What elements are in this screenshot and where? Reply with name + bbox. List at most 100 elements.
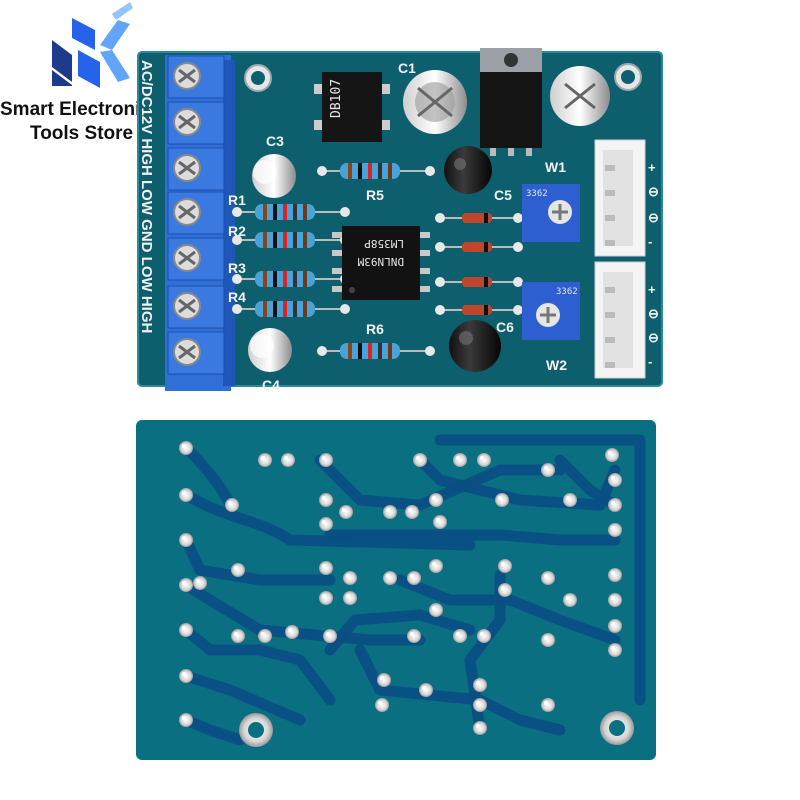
bridge-rectifier: DB107	[314, 72, 390, 142]
solder-pad	[377, 673, 391, 687]
solder-pad	[375, 698, 389, 712]
screw-terminal-block	[165, 55, 235, 391]
solder-pad	[541, 698, 555, 712]
jst-connector-1	[594, 139, 646, 257]
voltage-regulator	[480, 48, 542, 156]
label-r4: R4	[228, 289, 246, 305]
terminal-screw	[167, 285, 225, 329]
label-r5: R5	[366, 187, 384, 203]
capacitor-output	[550, 66, 610, 126]
label-c3: C3	[266, 133, 284, 149]
solder-pad	[405, 505, 419, 519]
solder-pad	[473, 698, 487, 712]
connector-pin-label: ⊖	[648, 306, 659, 321]
solder-pad	[179, 578, 193, 592]
solder-pad	[319, 561, 333, 575]
label-r1: R1	[228, 192, 246, 208]
solder-pad	[258, 629, 272, 643]
solder-pad	[608, 619, 622, 633]
label-c4: C4	[262, 377, 280, 393]
diode	[435, 213, 523, 223]
solder-pad	[563, 493, 577, 507]
solder-pad	[473, 678, 487, 692]
solder-pad	[541, 571, 555, 585]
solder-pad	[339, 505, 353, 519]
resistor	[232, 204, 350, 220]
solder-pad	[231, 563, 245, 577]
op-amp-ic: LM358P DNLN93M	[332, 226, 430, 300]
solder-pad	[608, 523, 622, 537]
terminal-screw	[167, 331, 225, 375]
solder-pad	[179, 623, 193, 637]
store-logo	[52, 2, 133, 88]
diode	[435, 277, 523, 287]
terminal-screw	[167, 101, 225, 145]
solder-pad	[608, 593, 622, 607]
store-watermark: Smart Electronic Tools Store	[0, 98, 151, 146]
label-r6: R6	[366, 321, 384, 337]
solder-pad	[495, 493, 509, 507]
solder-pad	[179, 533, 193, 547]
ic-marking-2: DNLN93M	[357, 255, 404, 268]
solder-pad	[179, 441, 193, 455]
solder-pad	[383, 571, 397, 585]
terminal-screw	[167, 237, 225, 281]
solder-pad	[285, 625, 299, 639]
connector-pin-label: ⊖	[648, 210, 659, 225]
resistor	[232, 301, 350, 317]
capacitor-c6	[449, 320, 501, 372]
solder-pad	[258, 453, 272, 467]
solder-pad	[319, 591, 333, 605]
terminal-screw	[167, 55, 225, 99]
solder-pad	[608, 643, 622, 657]
label-c6: C6	[496, 319, 514, 335]
pot-marking-w2: 3362	[556, 287, 578, 297]
solder-pad	[413, 453, 427, 467]
label-r3: R3	[228, 260, 246, 276]
label-w2: W2	[546, 357, 567, 373]
solder-pad	[541, 633, 555, 647]
solder-pad	[179, 669, 193, 683]
solder-pad	[563, 593, 577, 607]
solder-pad	[225, 498, 239, 512]
solder-pad	[429, 493, 443, 507]
bridge-marking: DB107	[329, 79, 344, 118]
capacitor-c1	[403, 70, 467, 134]
solder-pad	[608, 568, 622, 582]
capacitor-c3	[252, 154, 296, 198]
watermark-line-2: Tools Store	[30, 123, 134, 144]
diode	[435, 242, 523, 252]
solder-pad	[231, 629, 245, 643]
connector-pin-label: ⊖	[648, 330, 659, 345]
solder-pad	[605, 448, 619, 462]
connector-pin-label: -	[648, 234, 652, 249]
label-r2: R2	[228, 223, 246, 239]
solder-pad	[419, 683, 433, 697]
solder-pad	[319, 493, 333, 507]
connector-pin-label: -	[648, 354, 652, 369]
jst-connector-2	[594, 261, 646, 379]
solder-pad	[343, 591, 357, 605]
label-c5: C5	[494, 187, 512, 203]
diode	[435, 305, 523, 315]
pot-marking-w1: 3362	[526, 189, 548, 199]
solder-pad	[498, 583, 512, 597]
solder-pad	[453, 453, 467, 467]
connector-pin-label: +	[648, 160, 656, 175]
solder-pad	[319, 517, 333, 531]
label-w1: W1	[545, 159, 566, 175]
solder-pad	[477, 629, 491, 643]
resistor	[232, 232, 350, 248]
mounting-hole-bottom	[239, 711, 634, 747]
solder-pad	[477, 453, 491, 467]
solder-pad	[383, 505, 397, 519]
ic-marking-1: LM358P	[364, 237, 404, 250]
connector-pin-label: +	[648, 282, 656, 297]
potentiometer-w2: 3362	[522, 282, 580, 340]
connector-pin-label: ⊖	[648, 184, 659, 199]
solder-pad	[407, 571, 421, 585]
solder-pad	[429, 559, 443, 573]
capacitor-c4	[248, 328, 292, 372]
solder-pad	[319, 453, 333, 467]
